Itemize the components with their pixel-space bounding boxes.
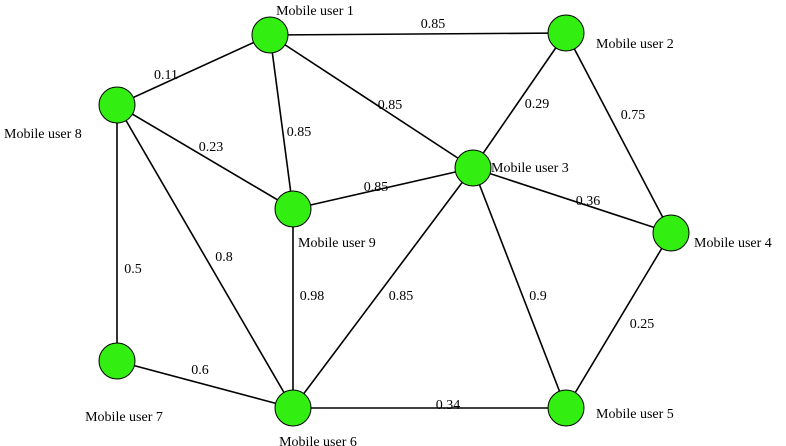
nodes-layer [98, 14, 690, 427]
node-label-mobile-user-2: Mobile user 2 [596, 37, 674, 52]
edge-weight-label-1-3: 0.85 [378, 98, 403, 113]
edge-weight-label-8-6: 0.8 [215, 250, 233, 265]
edge-1-3 [269, 34, 474, 169]
edge-4-5 [565, 232, 672, 409]
node-labels-layer: Mobile user 1 Mobile user 2 Mobile user 3 M… [4, 4, 772, 446]
edge-3-4 [472, 167, 672, 234]
edge-weight-label-3-4: 0.36 [576, 194, 601, 209]
node-label-mobile-user-1: Mobile user 1 [276, 4, 354, 19]
node-mobile-user-8 [98, 86, 136, 124]
edge-3-5 [472, 167, 567, 409]
node-mobile-user-3 [454, 149, 492, 187]
edge-weight-label-7-6: 0.6 [191, 363, 209, 378]
node-label-mobile-user-7: Mobile user 7 [85, 410, 163, 425]
node-label-mobile-user-6: Mobile user 6 [279, 435, 357, 446]
edge-8-9 [116, 104, 294, 210]
edge-weight-label-1-8: 0.11 [154, 68, 178, 83]
edge-7-6 [116, 360, 294, 409]
node-mobile-user-5 [547, 389, 585, 427]
edge-weight-label-1-2: 0.85 [421, 17, 446, 32]
edge-labels-layer: 0.85 0.11 0.85 0.85 0.29 0.75 0.23 0.85 0.36 0.5 0… [124, 17, 654, 413]
node-mobile-user-1 [251, 16, 289, 54]
node-mobile-user-2 [547, 14, 585, 52]
edge-weight-label-6-5: 0.34 [436, 398, 461, 413]
edge-weight-label-9-3: 0.85 [364, 180, 389, 195]
edge-2-4 [565, 32, 672, 234]
edge-weight-label-8-7: 0.5 [124, 262, 142, 277]
node-mobile-user-4 [652, 214, 690, 252]
edge-weight-label-2-4: 0.75 [621, 108, 646, 123]
edge-weight-label-3-6: 0.85 [389, 289, 414, 304]
node-mobile-user-7 [98, 342, 136, 380]
edge-3-6 [292, 167, 474, 409]
node-label-mobile-user-8: Mobile user 8 [4, 127, 82, 142]
node-mobile-user-9 [274, 190, 312, 228]
edges-layer [116, 32, 672, 409]
edge-1-9 [269, 34, 294, 210]
node-label-mobile-user-4: Mobile user 4 [694, 236, 772, 251]
edge-weight-label-1-9: 0.85 [287, 125, 312, 140]
edge-1-8 [116, 34, 271, 106]
edge-weight-label-8-9: 0.23 [199, 140, 224, 155]
edge-9-3 [292, 167, 474, 210]
edge-weight-label-9-6: 0.98 [300, 289, 325, 304]
node-label-mobile-user-3: Mobile user 3 [491, 161, 569, 176]
node-label-mobile-user-5: Mobile user 5 [596, 407, 674, 422]
node-mobile-user-6 [274, 389, 312, 427]
edge-weight-label-2-3: 0.29 [525, 97, 550, 112]
edge-8-6 [116, 104, 294, 409]
edge-weight-label-3-5: 0.9 [529, 289, 547, 304]
edge-2-3 [472, 32, 567, 169]
edge-weight-label-4-5: 0.25 [630, 317, 655, 332]
edge-1-2 [269, 32, 567, 36]
node-label-mobile-user-9: Mobile user 9 [298, 236, 376, 251]
